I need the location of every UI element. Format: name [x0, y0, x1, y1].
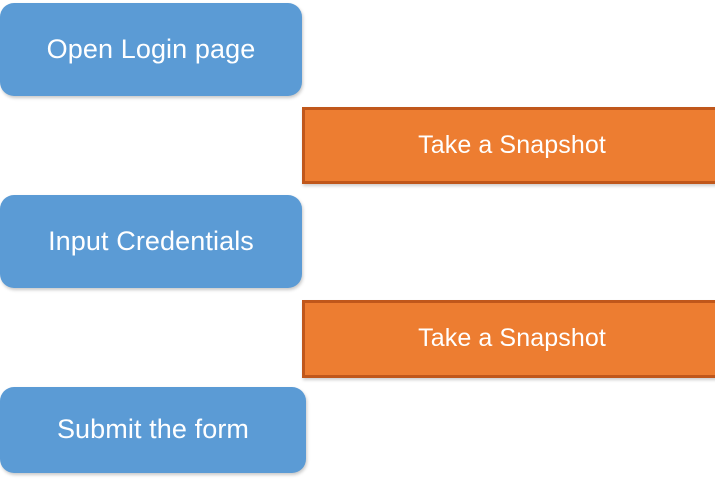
- step-box-open-login-page[interactable]: Open Login page: [0, 3, 302, 96]
- step-box-input-credentials[interactable]: Input Credentials: [0, 195, 302, 288]
- step-box-label: Submit the form: [56, 414, 250, 445]
- snapshot-box-1[interactable]: Take a Snapshot: [302, 107, 715, 184]
- snapshot-box-label: Take a Snapshot: [418, 130, 606, 159]
- snapshot-box-2[interactable]: Take a Snapshot: [302, 300, 715, 378]
- step-box-label: Input Credentials: [48, 225, 254, 256]
- snapshot-box-label: Take a Snapshot: [418, 324, 606, 353]
- step-box-label: Open Login page: [46, 33, 256, 64]
- step-box-submit-the-form[interactable]: Submit the form: [0, 387, 306, 473]
